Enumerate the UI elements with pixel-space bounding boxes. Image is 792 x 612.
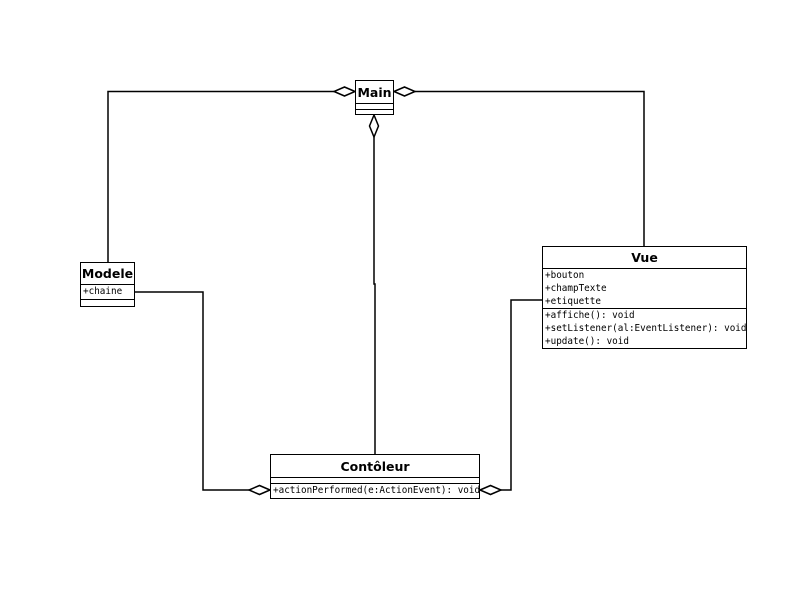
class-vue-operations: +affiche(): void +setListener(al:EventLi… [543,309,746,348]
class-controleur-operations: +actionPerformed(e:ActionEvent): void [271,484,479,498]
connector-modele-controleur [135,291,249,491]
class-main: Main [355,80,394,115]
aggregation-diamond-main-left [332,86,357,97]
class-controleur: Contôleur +actionPerformed(e:ActionEvent… [270,454,480,499]
connector-main-vue [415,90,645,246]
class-modele-name: Modele [81,263,134,285]
aggregation-diamond-main-right [392,86,417,97]
attribute-chaine: +chaine [83,286,123,297]
class-vue-name: Vue [543,247,746,269]
attribute-champtexte: +champTexte [545,282,607,294]
class-vue-attributes: +bouton +champTexte +etiquette [543,269,746,309]
class-modele: Modele +chaine [80,262,135,307]
class-controleur-name: Contôleur [271,455,479,478]
aggregation-diamond-controleur-right [478,484,503,496]
connector-main-controleur [373,137,376,454]
class-vue: Vue +bouton +champTexte +etiquette +affi… [542,246,747,349]
connector-main-modele [107,90,334,262]
operation-affiche: +affiche(): void [545,310,635,321]
operation-setlistener: +setListener(al:EventListener): void [545,322,747,334]
class-controleur-attributes [271,478,479,484]
class-main-name: Main [356,81,393,104]
aggregation-diamond-main-bottom [368,113,380,139]
operation-update: +update(): void [545,335,629,347]
attribute-bouton: +bouton [545,270,585,281]
connector-vue-controleur [501,299,542,491]
aggregation-diamond-controleur-left [247,484,272,496]
class-main-attributes [356,104,393,110]
operation-actionperformed: +actionPerformed(e:ActionEvent): void [273,485,480,496]
attribute-etiquette: +etiquette [545,295,601,307]
class-modele-attributes: +chaine [81,285,134,300]
